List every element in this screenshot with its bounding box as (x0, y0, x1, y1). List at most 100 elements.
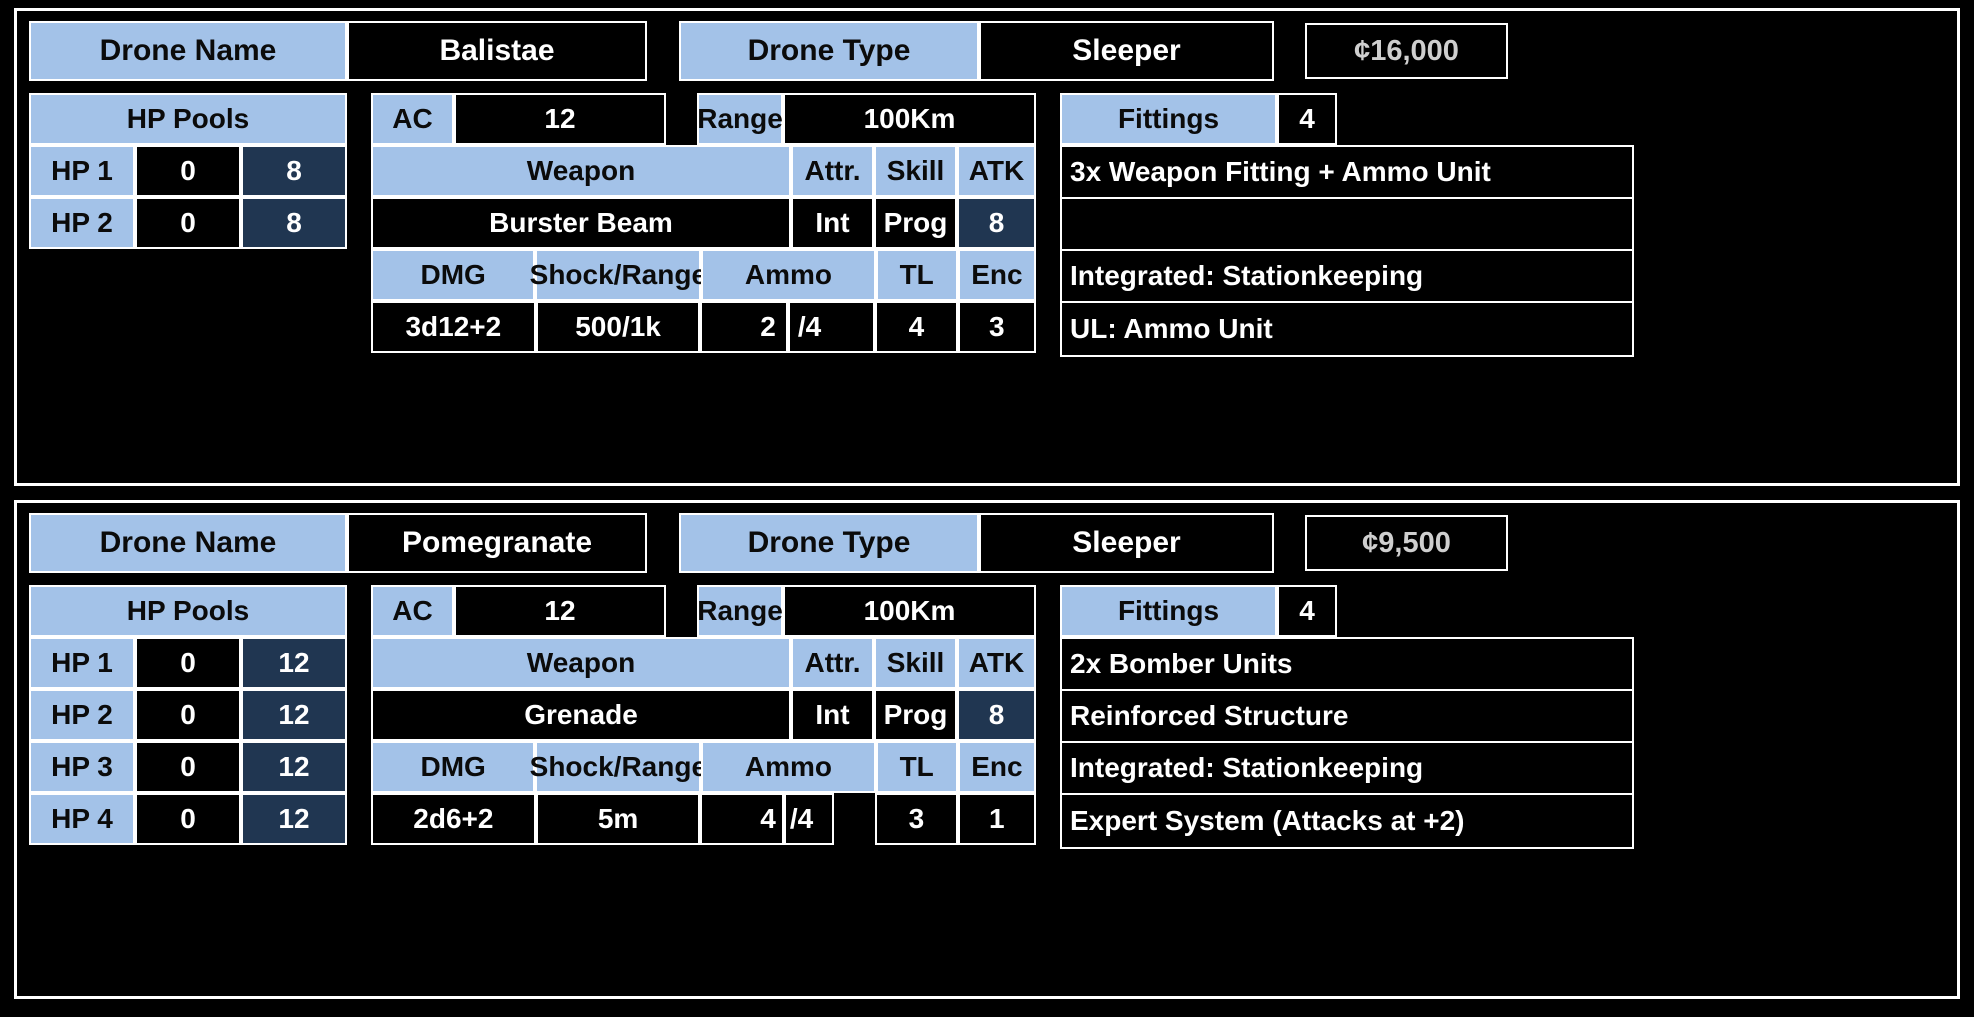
card-body: HP Pools HP 1 0 12 HP 2 0 12 HP 3 0 12 (29, 585, 1945, 849)
ac-range-row: AC 12 Range 100Km (371, 585, 1036, 637)
fittings-header: Fittings 4 (1060, 585, 1634, 637)
tl-label: TL (875, 741, 958, 793)
drone-name-label: Drone Name (29, 21, 347, 81)
fitting-item[interactable] (1062, 199, 1632, 251)
drone-type-value[interactable]: Sleeper (979, 21, 1274, 81)
hp-row-label: HP 2 (29, 197, 135, 249)
hp-row-label: HP 2 (29, 689, 135, 741)
ac-label: AC (371, 585, 454, 637)
drone-cost-value[interactable]: ¢16,000 (1305, 23, 1508, 79)
hp-row: HP 2 0 8 (29, 197, 347, 249)
ac-value[interactable]: 12 (454, 585, 666, 637)
hp-row-label: HP 1 (29, 637, 135, 689)
attr-value[interactable]: Int (791, 197, 874, 249)
skill-value[interactable]: Prog (874, 689, 957, 741)
hp-current-value[interactable]: 0 (135, 793, 241, 845)
ammo-max-value[interactable]: /4 (783, 793, 834, 845)
weapon-name-value[interactable]: Burster Beam (371, 197, 791, 249)
hp-row: HP 1 0 8 (29, 145, 347, 197)
hp-max-value[interactable]: 12 (241, 741, 347, 793)
fitting-item[interactable]: Integrated: Stationkeeping (1062, 743, 1632, 795)
ac-range-row: AC 12 Range 100Km (371, 93, 1036, 145)
shock-range-label: Shock/Range (530, 249, 707, 301)
ac-label: AC (371, 93, 454, 145)
ammo-current-value[interactable]: 2 (700, 301, 788, 353)
fittings-label: Fittings (1060, 93, 1277, 145)
dmg-label: DMG (371, 249, 536, 301)
range-label: Range (697, 585, 783, 637)
weapon-stats-value-row: 3d12+2 500/1k 2 /4 4 3 (371, 301, 1036, 353)
hp-row-label: HP 1 (29, 145, 135, 197)
fittings-list: 3x Weapon Fitting + Ammo Unit Integrated… (1060, 145, 1634, 357)
weapon-header-row: Weapon Attr. Skill ATK (371, 145, 1036, 197)
hp-row: HP 3 0 12 (29, 741, 347, 793)
ac-value[interactable]: 12 (454, 93, 666, 145)
weapon-label: Weapon (371, 145, 791, 197)
drone-card-pomegranate: Drone Name Pomegranate Drone Type Sleepe… (14, 500, 1960, 999)
fitting-item[interactable]: 3x Weapon Fitting + Ammo Unit (1062, 147, 1632, 199)
hp-pools-panel: HP Pools HP 1 0 12 HP 2 0 12 HP 3 0 12 (29, 585, 347, 845)
fittings-count-value[interactable]: 4 (1277, 93, 1337, 145)
drone-name-value[interactable]: Pomegranate (347, 513, 647, 573)
weapon-stats-value-row: 2d6+2 5m 4 /4 3 1 (371, 793, 1036, 845)
fittings-count-value[interactable]: 4 (1277, 585, 1337, 637)
fittings-panel: Fittings 4 2x Bomber Units Reinforced St… (1060, 585, 1634, 849)
weapon-value-row: Burster Beam Int Prog 8 (371, 197, 1036, 249)
tl-value[interactable]: 4 (875, 301, 958, 353)
attr-value[interactable]: Int (791, 689, 874, 741)
atk-label: ATK (957, 637, 1036, 689)
hp-max-value[interactable]: 12 (241, 689, 347, 741)
shock-range-value[interactable]: 5m (535, 793, 701, 845)
hp-max-value[interactable]: 8 (241, 197, 347, 249)
range-value[interactable]: 100Km (783, 585, 1036, 637)
atk-value[interactable]: 8 (957, 197, 1036, 249)
tl-value[interactable]: 3 (875, 793, 958, 845)
fittings-list: 2x Bomber Units Reinforced Structure Int… (1060, 637, 1634, 849)
drone-card-balistae: Drone Name Balistae Drone Type Sleeper ¢… (14, 8, 1960, 486)
hp-max-value[interactable]: 8 (241, 145, 347, 197)
shock-range-value[interactable]: 500/1k (535, 301, 701, 353)
enc-value[interactable]: 1 (957, 793, 1036, 845)
hp-max-value[interactable]: 12 (241, 637, 347, 689)
skill-value[interactable]: Prog (874, 197, 957, 249)
ammo-max-value[interactable]: /4 (787, 301, 876, 353)
hp-row: HP 1 0 12 (29, 637, 347, 689)
fitting-item[interactable]: Reinforced Structure (1062, 691, 1632, 743)
drone-name-label: Drone Name (29, 513, 347, 573)
dmg-value[interactable]: 3d12+2 (371, 301, 536, 353)
skill-label: Skill (874, 145, 957, 197)
dmg-value[interactable]: 2d6+2 (371, 793, 536, 845)
hp-current-value[interactable]: 0 (135, 689, 241, 741)
enc-label: Enc (957, 741, 1036, 793)
attr-label: Attr. (791, 145, 874, 197)
drone-name-value[interactable]: Balistae (347, 21, 647, 81)
hp-max-value[interactable]: 12 (241, 793, 347, 845)
hp-pools-title: HP Pools (29, 585, 347, 637)
range-value[interactable]: 100Km (783, 93, 1036, 145)
enc-value[interactable]: 3 (957, 301, 1036, 353)
fitting-item[interactable]: Integrated: Stationkeeping (1062, 251, 1632, 303)
weapon-panel: AC 12 Range 100Km Weapon Attr. Skill ATK… (371, 585, 1036, 845)
ammo-label: Ammo (701, 741, 876, 793)
drone-type-label: Drone Type (679, 21, 979, 81)
ammo-current-value[interactable]: 4 (700, 793, 784, 845)
drone-type-value[interactable]: Sleeper (979, 513, 1274, 573)
hp-pools-panel: HP Pools HP 1 0 8 HP 2 0 8 (29, 93, 347, 249)
hp-row-label: HP 3 (29, 741, 135, 793)
weapon-name-value[interactable]: Grenade (371, 689, 791, 741)
ammo-spacer (833, 793, 876, 845)
fitting-item[interactable]: 2x Bomber Units (1062, 639, 1632, 691)
fitting-item[interactable]: Expert System (Attacks at +2) (1062, 795, 1632, 847)
atk-value[interactable]: 8 (957, 689, 1036, 741)
weapon-stats-header-row: DMG Shock/Range Ammo TL Enc (371, 249, 1036, 301)
hp-current-value[interactable]: 0 (135, 637, 241, 689)
hp-current-value[interactable]: 0 (135, 741, 241, 793)
hp-current-value[interactable]: 0 (135, 145, 241, 197)
fitting-item[interactable]: UL: Ammo Unit (1062, 303, 1632, 355)
weapon-stats-header-row: DMG Shock/Range Ammo TL Enc (371, 741, 1036, 793)
hp-current-value[interactable]: 0 (135, 197, 241, 249)
drone-cost-value[interactable]: ¢9,500 (1305, 515, 1508, 571)
drone-type-label: Drone Type (679, 513, 979, 573)
card-body: HP Pools HP 1 0 8 HP 2 0 8 AC 12 (29, 93, 1945, 357)
